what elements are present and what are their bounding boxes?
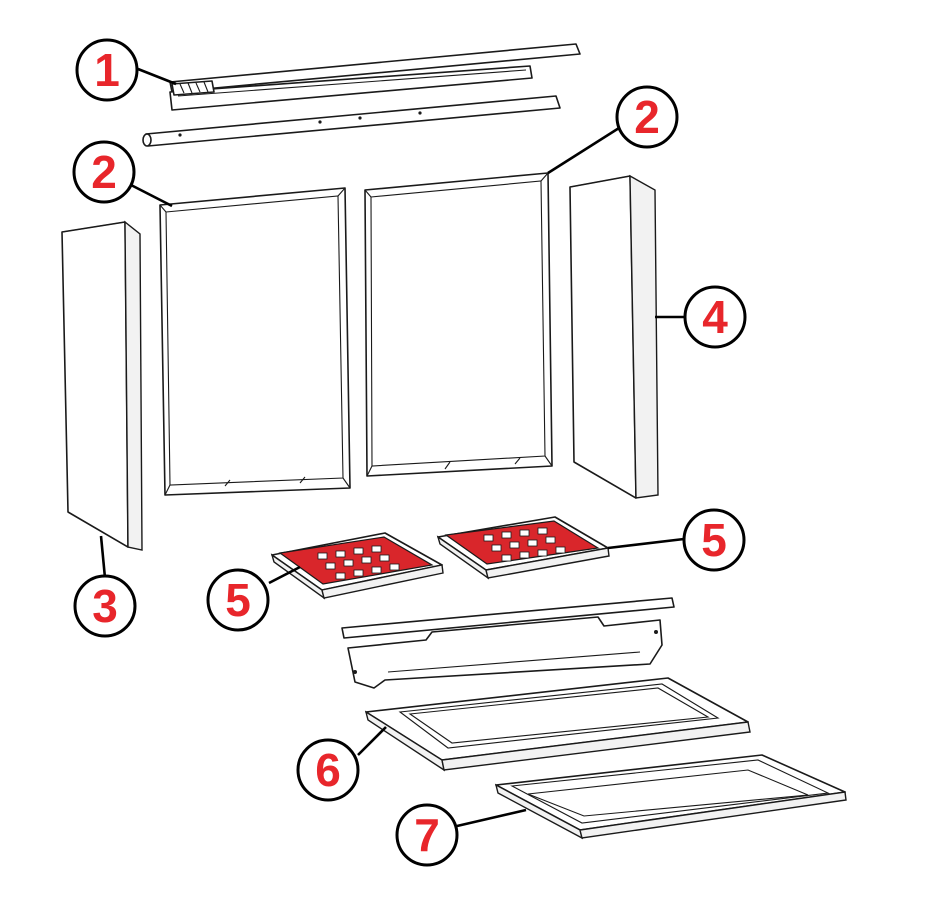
callout-6: 6 — [296, 738, 360, 802]
callout-label: 2 — [634, 91, 660, 143]
callout-4: 4 — [683, 285, 747, 349]
callout-label: 2 — [91, 146, 117, 198]
callout-label: 6 — [315, 744, 341, 796]
callout-3: 3 — [73, 574, 137, 638]
callout-5-left: 5 — [206, 568, 270, 632]
callout-2-left: 2 — [72, 140, 136, 204]
callout-1: 1 — [75, 38, 139, 102]
grate-right — [436, 516, 610, 580]
rear-panel-left — [159, 187, 351, 496]
callout-label: 3 — [92, 580, 118, 632]
callout-label: 5 — [701, 514, 727, 566]
bottom-bar — [341, 597, 675, 639]
leader-lines — [99, 67, 686, 828]
callout-2-right: 2 — [615, 85, 679, 149]
callout-5-right: 5 — [682, 508, 746, 572]
top-rail-assembly — [142, 43, 581, 147]
grate-left — [270, 532, 444, 600]
callout-label: 7 — [414, 809, 440, 861]
callout-7: 7 — [395, 803, 459, 867]
callout-label: 5 — [225, 574, 251, 626]
ash-frame — [341, 597, 751, 772]
callout-label: 4 — [702, 291, 728, 343]
callout-label: 1 — [94, 44, 120, 96]
rail-slots — [171, 80, 215, 96]
side-panel-left — [61, 220, 143, 551]
ash-tray — [494, 754, 847, 840]
top-rail-middle — [169, 65, 533, 111]
rear-panel-right — [364, 172, 553, 477]
side-panel-right — [569, 174, 659, 499]
ash-plate — [347, 616, 663, 689]
top-rail-upper — [169, 43, 581, 93]
